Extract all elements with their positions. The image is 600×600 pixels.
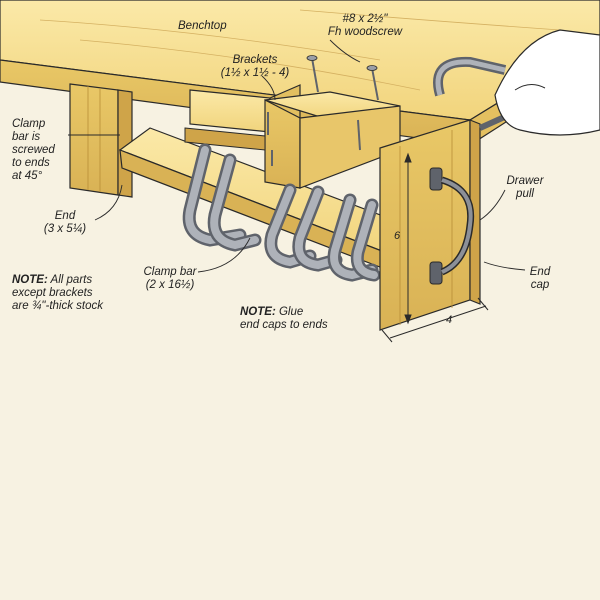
end-label: End (3 x 5¼) bbox=[30, 210, 100, 236]
drawer-pull-label-line1: Drawer bbox=[506, 175, 544, 187]
brackets-label-line2: (1½ x 1½ - 4) bbox=[220, 67, 290, 79]
woodscrew-label-line1: #8 x 2½" bbox=[342, 13, 388, 25]
note2-text-line1: Glue bbox=[275, 306, 304, 318]
clamp-bar-label-line2: (2 x 16½) bbox=[145, 279, 195, 291]
woodscrew-label: #8 x 2½" Fh woodscrew bbox=[320, 13, 410, 39]
dimension-width: 4 bbox=[446, 314, 453, 326]
clamp-note-line4: to ends bbox=[12, 157, 50, 169]
woodscrews bbox=[267, 55, 379, 166]
end-cap-label: End cap bbox=[515, 266, 565, 292]
end-label-line1: End bbox=[54, 210, 76, 222]
c-clamps bbox=[182, 143, 381, 282]
clamp-note-line2: bar is bbox=[12, 131, 41, 143]
left-end-piece bbox=[69, 83, 133, 198]
end-cap-label-line2: cap bbox=[530, 279, 550, 291]
end-label-line2: (3 x 5¼) bbox=[43, 223, 87, 235]
clamp-bar-label-line1: Clamp bar bbox=[143, 266, 197, 278]
clamp-bar-screw-note: Clamp bar is screwed to ends at 45° bbox=[12, 118, 55, 183]
woodscrew-label-line2: Fh woodscrew bbox=[327, 26, 403, 38]
note1-text-line1: All parts bbox=[47, 274, 93, 286]
hand-with-clamp bbox=[433, 29, 600, 136]
note1-text-line3: are ¾"-thick stock bbox=[12, 300, 104, 312]
clamp-note-line3: screwed bbox=[12, 144, 55, 156]
brackets bbox=[184, 84, 401, 189]
end-cap-label-line1: End bbox=[529, 266, 551, 278]
note1-text-line2: except brackets bbox=[12, 287, 93, 299]
end-cap bbox=[379, 119, 481, 331]
note-all-parts: NOTE: All parts except brackets are ¾"-t… bbox=[12, 274, 103, 313]
drawer-pull-label-line2: pull bbox=[516, 188, 534, 200]
clamp-note-line1: Clamp bbox=[12, 118, 46, 130]
dimension-lines bbox=[381, 152, 489, 343]
benchtop-label: Benchtop bbox=[178, 20, 227, 32]
drawer-pull bbox=[429, 167, 475, 285]
note2-bold: NOTE: bbox=[240, 306, 276, 318]
clamp-note-line5: at 45° bbox=[12, 170, 43, 182]
note2-text-line2: end caps to ends bbox=[240, 319, 328, 331]
drawer-pull-label: Drawer pull bbox=[495, 175, 555, 201]
note-glue-end-caps: NOTE: Glue end caps to ends bbox=[240, 306, 328, 332]
dimension-height: 6 bbox=[394, 230, 401, 242]
brackets-label: Brackets (1½ x 1½ - 4) bbox=[205, 54, 305, 80]
clamp-bar-label: Clamp bar (2 x 16½) bbox=[130, 266, 210, 292]
leader-lines bbox=[68, 39, 526, 273]
note1-bold: NOTE: bbox=[12, 274, 48, 286]
brackets-label-line1: Brackets bbox=[232, 54, 278, 66]
